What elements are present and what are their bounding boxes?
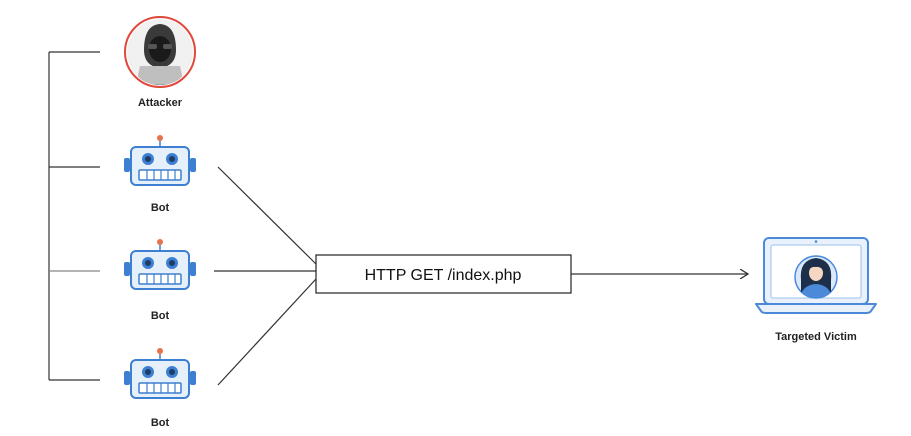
bot-to-request-lines [214,166,317,386]
laptop-user-icon [755,237,877,314]
request-label: HTTP GET /index.php [365,267,522,284]
robot-icon [124,348,196,399]
connector-line-bot-3 [217,278,317,386]
bot-label: Bot [151,202,170,214]
robot-icon [124,239,196,290]
victim-node: Targeted Victim [755,237,877,343]
request-box: HTTP GET /index.php [315,254,572,294]
attacker-node: Attacker [124,16,196,109]
victim-label: Targeted Victim [775,331,857,343]
bot-node-1: Bot [124,135,196,214]
robot-icon [124,135,196,186]
attacker-icon [124,16,196,88]
connector-line-bot-1 [217,166,317,265]
left-bracket-connector [48,51,100,381]
bot-node-3: Bot [124,348,196,429]
attacker-label: Attacker [138,97,183,109]
bot-label: Bot [151,417,170,429]
bot-label: Bot [151,310,170,322]
bot-node-2: Bot [124,239,196,322]
